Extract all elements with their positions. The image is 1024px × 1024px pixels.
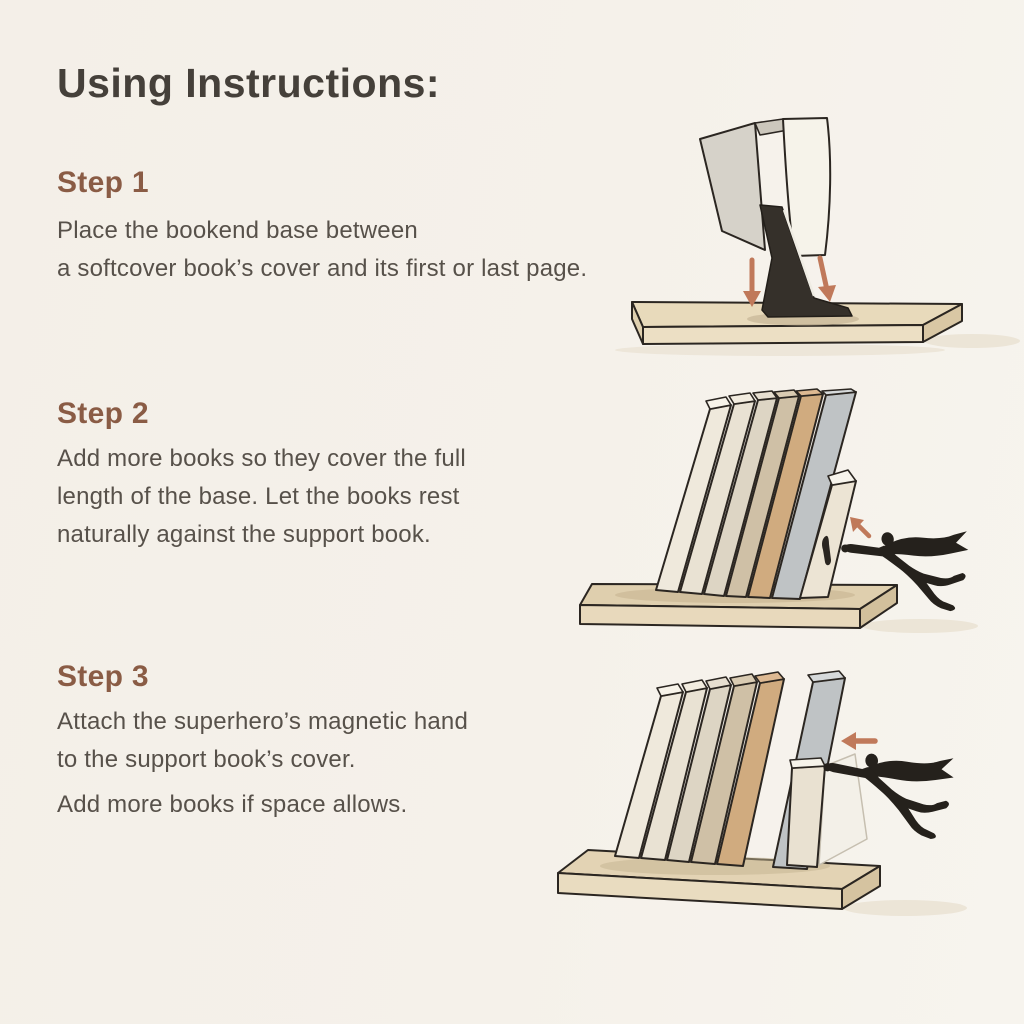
base-shadow	[924, 334, 1020, 348]
hero-body	[825, 763, 949, 840]
step-1-line-1: Place the bookend base between	[57, 217, 418, 244]
down-arrow-icon	[743, 257, 761, 307]
hero-cape	[884, 531, 969, 557]
softcover-book	[699, 117, 832, 257]
step-2-illustration	[579, 388, 978, 633]
step-2-line-2: length of the base. Let the books rest	[57, 483, 460, 510]
step-2-heading: Step 2	[57, 397, 149, 430]
step-3-heading: Step 3	[57, 660, 149, 693]
step-2-line-3: naturally against the support book.	[57, 521, 431, 548]
step-3-illustration	[557, 670, 967, 916]
hero-body	[843, 544, 966, 612]
step-3-line-2: to the support book’s cover.	[57, 746, 356, 773]
step-3-text: Attach the superhero’s magnetic hand to …	[57, 703, 468, 824]
book-front-cover	[782, 117, 832, 257]
support-book-page-edge	[789, 757, 826, 769]
step-2-line-1: Add more books so they cover the full	[57, 445, 466, 472]
step-2-text: Add more books so they cover the full le…	[57, 440, 466, 554]
base-shadow	[862, 619, 978, 633]
hero-fist	[841, 544, 850, 553]
down-arrow-icon	[817, 255, 836, 302]
attach-arrow-icon	[850, 517, 872, 539]
magnet-mark	[822, 535, 831, 566]
base-shadow	[615, 344, 945, 356]
step-1-line-2: a softcover book’s cover and its first o…	[57, 255, 588, 282]
superhero-figure	[841, 531, 969, 612]
hero-head	[881, 532, 894, 546]
book-stack	[655, 388, 857, 600]
attach-arrow-icon	[841, 732, 878, 750]
step-3-line-1: Attach the superhero’s magnetic hand	[57, 708, 469, 735]
stand-edge-highlight	[782, 209, 816, 297]
books-contact-shadow	[600, 857, 830, 875]
support-book	[799, 469, 857, 599]
page-title: Using Instructions:	[57, 60, 441, 106]
base-shadow	[843, 900, 967, 916]
opened-cover-flap	[818, 753, 868, 866]
hero-fist	[823, 763, 832, 772]
step-3-line-3: Add more books if space allows.	[57, 791, 408, 818]
hero-cape	[867, 758, 954, 782]
step-1-illustration	[615, 117, 1020, 356]
step-1-text: Place the bookend base between a softcov…	[57, 212, 587, 288]
bookend-stand	[759, 204, 853, 318]
superhero-figure	[823, 753, 954, 840]
hero-head	[865, 753, 878, 768]
step-1-heading: Step 1	[57, 166, 149, 199]
book-back-cover	[699, 122, 766, 251]
support-book-page-corner	[827, 469, 857, 486]
